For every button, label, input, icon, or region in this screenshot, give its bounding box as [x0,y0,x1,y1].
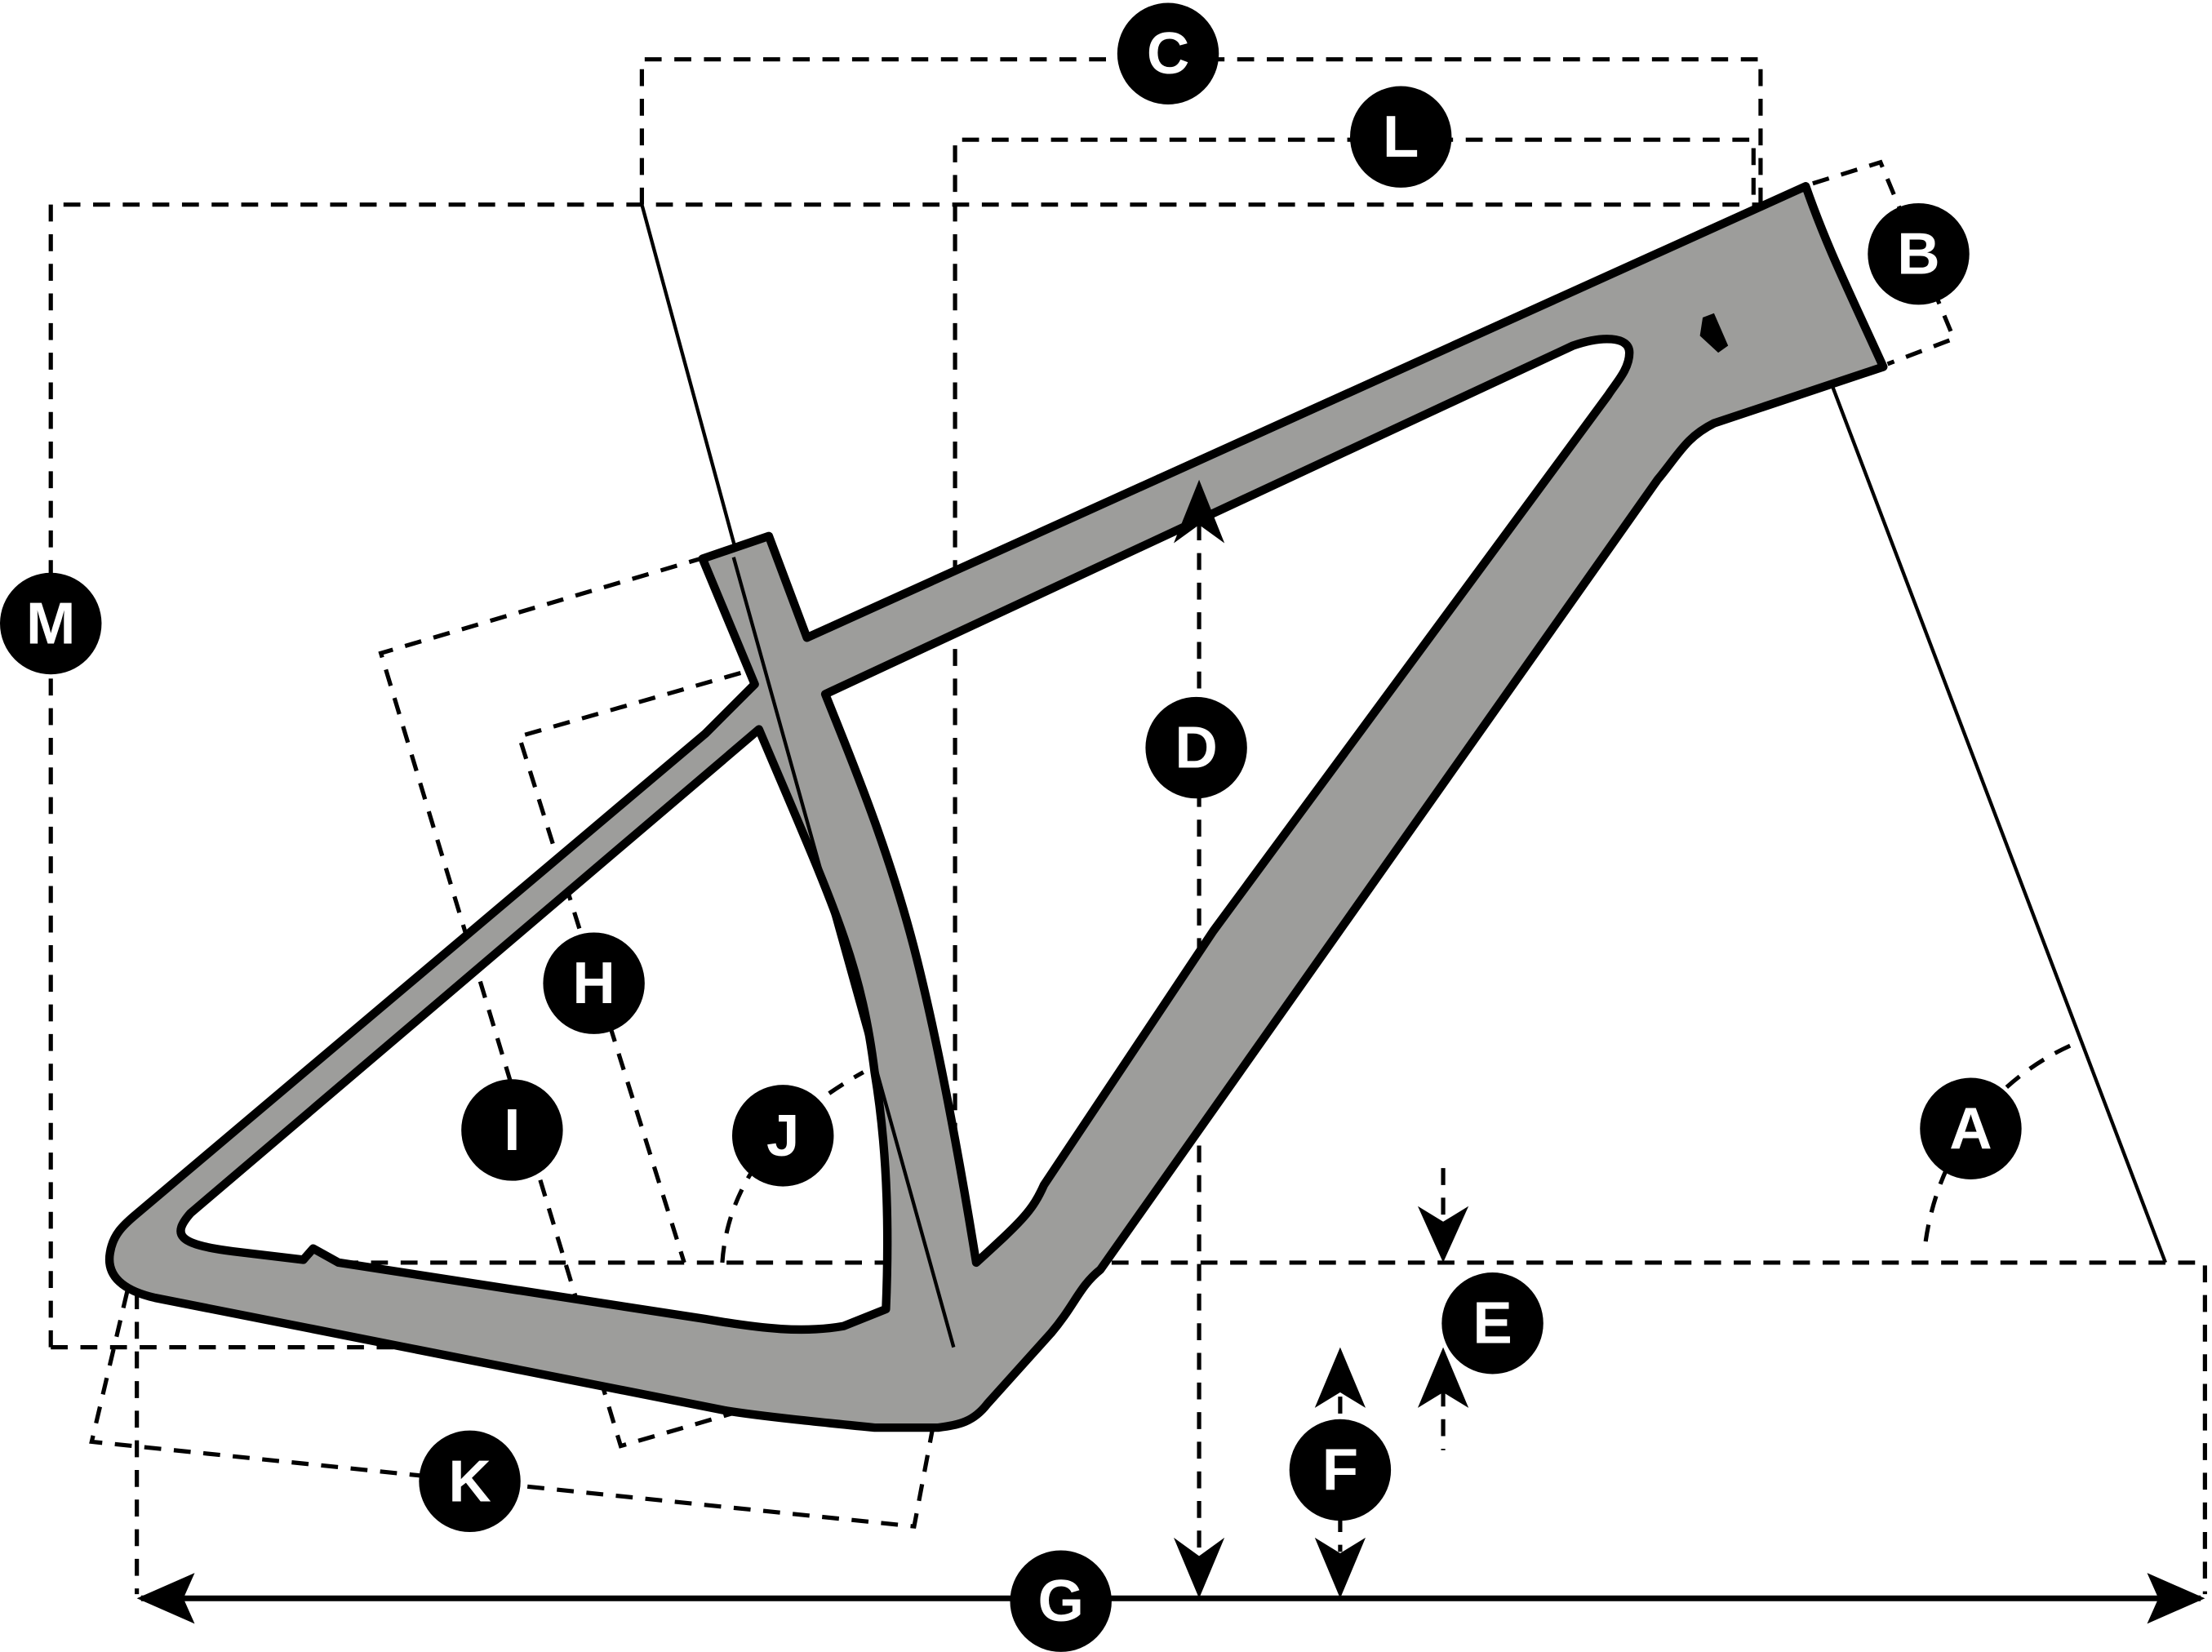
label-l: L [1349,86,1452,188]
label-e: E [1441,1272,1544,1374]
label-b-text: B [1897,221,1939,287]
bike-frame [104,182,1888,1432]
label-k-text: K [448,1448,491,1514]
label-h-text: H [572,950,615,1016]
dimension-lines [48,57,2207,1595]
arrow-d-top [1173,479,1225,544]
label-d-text: D [1175,715,1217,781]
label-f-text: F [1322,1437,1358,1503]
label-b: B [1868,202,1970,305]
dim-b [1812,159,1957,366]
cable-port-icon [1699,313,1729,353]
arrow-g-left [136,1573,195,1624]
label-m-text: M [26,590,75,656]
label-k: K [419,1430,521,1533]
arrow-e-bottom [1417,1347,1469,1408]
label-a: A [1920,1077,2022,1179]
label-c: C [1117,2,1219,104]
dim-c [639,57,1763,205]
label-j: J [731,1085,834,1187]
arrow-e-top [1417,1206,1469,1263]
arrow-d-bottom [1173,1537,1225,1599]
label-a-text: A [1949,1095,1992,1161]
dim-bb-drop [134,1260,2207,1595]
label-i-text: I [504,1097,520,1163]
label-h: H [543,932,645,1034]
label-i: I [461,1079,563,1181]
arrow-f-bottom [1314,1537,1366,1599]
dimension-arrows [136,479,2205,1624]
label-e-text: E [1472,1290,1512,1357]
label-j-text: J [766,1103,799,1169]
seat-tube-edge [731,557,956,1348]
dim-h [516,670,742,1263]
label-g-text: G [1037,1568,1083,1634]
label-f: F [1289,1419,1392,1521]
label-c-text: C [1147,20,1189,87]
label-m: M [0,572,102,675]
label-l-text: L [1383,104,1419,170]
label-d: D [1145,696,1247,799]
dim-a [1923,1039,2082,1242]
arrow-f-top [1314,1347,1366,1408]
arrow-g-right [2147,1573,2205,1624]
label-g: G [1010,1550,1112,1652]
